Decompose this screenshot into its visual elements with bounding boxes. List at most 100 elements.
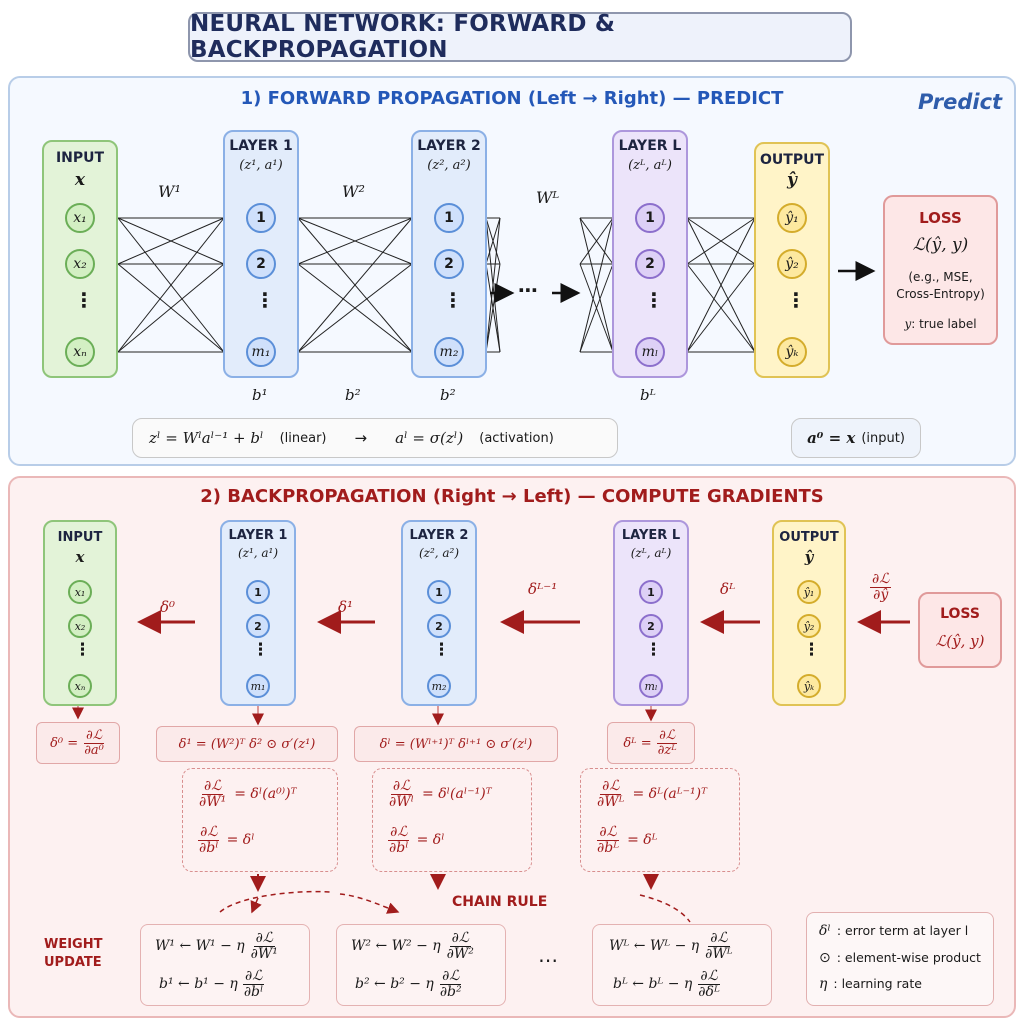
fwd-layerL-node-2: 2 <box>635 249 665 279</box>
forward-section-title: 1) FORWARD PROPAGATION (Left → Right) — … <box>240 88 784 109</box>
b-layerL-label: LAYER L <box>621 528 681 543</box>
fwd-input-node-2: x₂ <box>65 249 95 279</box>
dL-dyhat: ∂ℒ∂ŷ <box>870 571 892 603</box>
bwd-layer1-node-4: m₁ <box>246 674 270 698</box>
legend-box: δˡ: error term at layer l ⊙: element-wis… <box>806 912 994 1006</box>
bias-label-b2: b² <box>440 386 456 404</box>
fwd-output-node-4: ŷₖ <box>777 337 807 367</box>
deltaL-label: δᴸ <box>720 580 736 598</box>
backward-section-title: 2) BACKPROPAGATION (Right → Left) — COMP… <box>200 486 824 507</box>
b-output-label: OUTPUT <box>779 530 839 545</box>
weight-update-label: WEIGHT UPDATE <box>44 937 103 971</box>
forward-loss-box: LOSS ℒ(ŷ, y) (e.g., MSE, Cross-Entropy) … <box>883 195 998 345</box>
chain-rule-label: CHAIN RULE <box>452 894 548 910</box>
fwd-output-node-2: ŷ₂ <box>777 249 807 279</box>
update-box-layer1: W¹ ← W¹ − η ∂ℒ∂W¹ b¹ ← b¹ − η ∂ℒ∂bˡ <box>140 924 310 1006</box>
output-var: ŷ <box>787 170 797 190</box>
deltaL1-label: δᴸ⁻¹ <box>528 580 558 598</box>
bwd-layer1-node-1: 1 <box>246 580 270 604</box>
bwd-input-vdots: ⋮ <box>74 640 91 660</box>
bwd-layer2-node-1: 1 <box>427 580 451 604</box>
bwd-layer2-node-4: m₂ <box>427 674 451 698</box>
fwd-layer2-node-4: m₂ <box>434 337 464 367</box>
b-input-label: INPUT <box>57 530 103 545</box>
legend-item-eta: η: learning rate <box>819 976 922 992</box>
layerL-sub: (zᴸ, aᴸ) <box>628 158 672 173</box>
bwd-layerL-node-1: 1 <box>639 580 663 604</box>
eq-linear-tag: (linear) <box>279 430 327 446</box>
fwd-layer2-node-1: 1 <box>434 203 464 233</box>
eq-arrow: → <box>354 429 368 447</box>
bias-label-mid: b² <box>345 386 361 404</box>
bwd-layer1-vdots: ⋮ <box>252 640 269 660</box>
fwd-layer2-node-2: 2 <box>434 249 464 279</box>
predict-label: Predict <box>918 90 1003 114</box>
weight-label-w1: W¹ <box>158 182 181 201</box>
delta0-label: δ⁰ <box>160 598 176 616</box>
layer1-sub: (z¹, a¹) <box>239 158 283 173</box>
legend-item-odot: ⊙: element-wise product <box>819 950 981 966</box>
eq-linear: zˡ = Wˡaˡ⁻¹ + bˡ <box>149 429 264 447</box>
legend-item-delta: δˡ: error term at layer l <box>819 923 969 939</box>
grad-box-layer1: ∂ℒ∂W¹ = δˡ(a⁰⁾)ᵀ ∂ℒ∂bˡ = δˡ <box>182 768 338 872</box>
fwd-layer1-node-1: 1 <box>246 203 276 233</box>
loss-true-label: : true label <box>911 317 977 331</box>
loss-y: y <box>904 317 912 331</box>
bwd-layerL-node-4: mₗ <box>639 674 663 698</box>
fwd-input-node-4: xₙ <box>65 337 95 367</box>
grad-box-layer2: ∂ℒ∂Wˡ = δˡ(aˡ⁻¹)ᵀ ∂ℒ∂bˡ = δˡ <box>372 768 532 872</box>
loss-examples: (e.g., MSE, Cross-Entropy) <box>896 270 985 302</box>
update-dots: ⋯ <box>538 948 558 972</box>
b-loss-label: LOSS <box>940 606 980 622</box>
layer2-label: LAYER 2 <box>417 138 481 154</box>
backward-loss-box: LOSS ℒ(ŷ, y) <box>918 592 1002 668</box>
fwd-layerL-node-1: 1 <box>635 203 665 233</box>
eq-input: a⁰ = x <box>807 429 856 447</box>
fwd-layerL-vdots: ⋮ <box>644 288 664 312</box>
fwd-layerL-node-4: mₗ <box>635 337 665 367</box>
b-layer1-sub: (z¹, a¹) <box>237 546 279 560</box>
b-output-var: ŷ <box>804 548 814 566</box>
b-layer2-sub: (z², a²) <box>418 546 460 560</box>
b-input-var: x <box>75 548 85 566</box>
bwd-layer2-node-2: 2 <box>427 614 451 638</box>
input-equation-box: a⁰ = x (input) <box>791 418 921 458</box>
backward-layer1-column: LAYER 1 (z¹, a¹) <box>220 520 296 706</box>
input-var: x <box>74 170 86 190</box>
eq-activation-tag: (activation) <box>479 430 554 446</box>
loss-formula: ℒ(ŷ, y) <box>912 235 969 255</box>
fwd-output-node-1: ŷ₁ <box>777 203 807 233</box>
bwd-output-node-1: ŷ₁ <box>797 580 821 604</box>
fwd-input-node-1: x₁ <box>65 203 95 233</box>
fwd-layer1-vdots: ⋮ <box>255 288 275 312</box>
forward-equation-box: zˡ = Wˡaˡ⁻¹ + bˡ (linear) → aˡ = σ(zˡ) (… <box>132 418 618 458</box>
page-title: NEURAL NETWORK: FORWARD & BACKPROPAGATIO… <box>188 11 852 63</box>
bwd-layerL-vdots: ⋮ <box>645 640 662 660</box>
b-layerL-sub: (zᴸ, aᴸ) <box>630 546 672 560</box>
forward-dots: ⋯ <box>518 278 538 302</box>
bwd-layer2-vdots: ⋮ <box>433 640 450 660</box>
layer1-label: LAYER 1 <box>229 138 293 154</box>
b-loss-formula: ℒ(ŷ, y) <box>935 632 985 650</box>
bias-label-bL: bᴸ <box>640 386 656 404</box>
fwd-layer1-node-2: 2 <box>246 249 276 279</box>
bwd-input-node-1: x₁ <box>68 580 92 604</box>
bwd-input-node-4: xₙ <box>68 674 92 698</box>
fwd-layer2-vdots: ⋮ <box>443 288 463 312</box>
deltal-formula: δˡ = (Wˡ⁺¹)ᵀ δˡ⁺¹ ⊙ σ′(zˡ) <box>354 726 558 762</box>
eq-activation: aˡ = σ(zˡ) <box>395 429 464 447</box>
fwd-layer1-node-4: m₁ <box>246 337 276 367</box>
fwd-input-vdots: ⋮ <box>74 288 94 312</box>
bwd-output-vdots: ⋮ <box>803 640 820 660</box>
weight-label-wL: Wᴸ <box>536 188 560 207</box>
b-layer1-label: LAYER 1 <box>228 528 288 543</box>
layer2-sub: (z², a²) <box>427 158 471 173</box>
delta1-formula: δ¹ = (W²)ᵀ δ² ⊙ σ′(z¹) <box>156 726 338 762</box>
bwd-output-node-2: ŷ₂ <box>797 614 821 638</box>
b-layer2-label: LAYER 2 <box>409 528 469 543</box>
deltaL-formula: δᴸ = ∂ℒ∂zᴸ <box>607 722 695 764</box>
bwd-input-node-2: x₂ <box>68 614 92 638</box>
update-box-layerL: Wᴸ ← Wᴸ − η ∂ℒ∂Wᴸ bᴸ ← bᴸ − η ∂ℒ∂δᴸ <box>592 924 772 1006</box>
weight-label-w2: W² <box>342 182 365 201</box>
grad-box-layerL: ∂ℒ∂Wᴸ = δᴸ(aᴸ⁻¹)ᵀ ∂ℒ∂bᴸ = δᴸ <box>580 768 740 872</box>
